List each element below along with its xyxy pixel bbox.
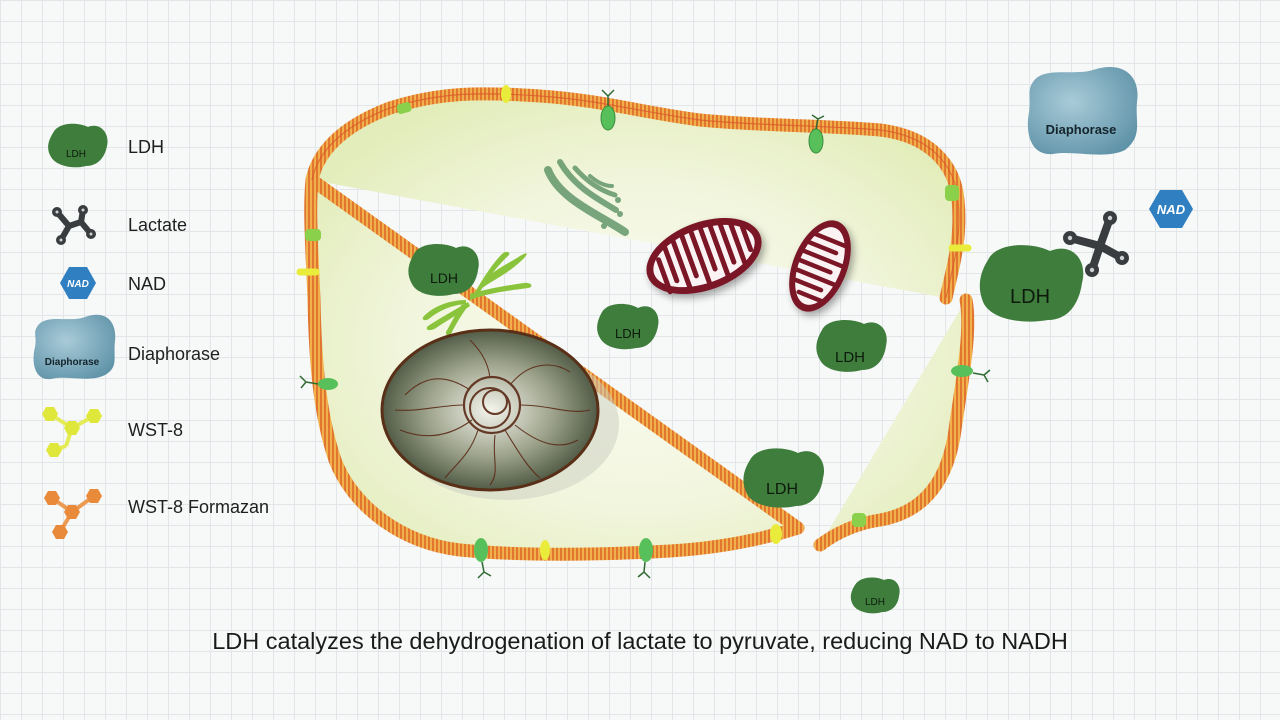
legend-label-wst8: WST-8 xyxy=(128,420,184,440)
membrane-proteins xyxy=(296,85,991,579)
lactate-molecule xyxy=(1063,211,1129,277)
ldh-label: LDH xyxy=(430,270,458,286)
nad-label: NAD xyxy=(1157,202,1186,217)
caption: LDH catalyzes the dehydrogenation of lac… xyxy=(212,628,1068,654)
ldh-molecule: LDH xyxy=(408,244,479,296)
mitochondrion-large xyxy=(646,218,762,295)
chromatin xyxy=(394,339,591,486)
legend-label-lactate: Lactate xyxy=(128,215,188,235)
wst8-molecule-icon xyxy=(42,407,102,457)
lactate-molecule-icon xyxy=(52,205,96,245)
diaphorase-label: Diaphorase xyxy=(1046,122,1117,137)
diaphorase-blob-icon: Diaphorase xyxy=(33,314,116,380)
nad-icon-text: NAD xyxy=(67,279,89,290)
ldh-label: LDH xyxy=(615,326,641,341)
ldh-molecule: LDH xyxy=(597,303,659,350)
ldh-molecule: LDH xyxy=(743,448,825,508)
ldh-label: LDH xyxy=(766,481,798,498)
ldh-icon-text: LDH xyxy=(66,149,86,160)
legend: LDH NAD Diaphorase xyxy=(33,123,116,539)
nucleus xyxy=(380,328,619,500)
ldh-blob-icon: LDH xyxy=(48,123,108,168)
ldh-molecule: LDH xyxy=(979,245,1084,322)
legend-label-diaphorase: Diaphorase xyxy=(128,344,221,364)
legend-label-wst8-formazan: WST-8 Formazan xyxy=(128,497,270,517)
ldh-label: LDH xyxy=(865,597,885,608)
mitochondrion-small xyxy=(789,220,851,312)
diaphorase-icon-text: Diaphorase xyxy=(45,357,100,368)
nad-molecule: NAD xyxy=(1149,190,1193,228)
wst8-formazan-molecule-icon xyxy=(44,489,102,539)
ldh-label: LDH xyxy=(1010,286,1050,308)
golgi-apparatus xyxy=(544,159,629,236)
ldh-label: LDH xyxy=(835,349,865,366)
legend-label-nad: NAD xyxy=(128,274,167,294)
legend-label-ldh: LDH xyxy=(128,137,165,157)
diaphorase-molecule: Diaphorase xyxy=(1027,66,1138,155)
ldh-molecule: LDH xyxy=(850,577,900,614)
endoplasmic-reticulum xyxy=(422,251,532,335)
nad-hexagon-icon: NAD xyxy=(60,267,96,299)
cell xyxy=(296,85,991,579)
ldh-molecule: LDH xyxy=(816,320,887,372)
